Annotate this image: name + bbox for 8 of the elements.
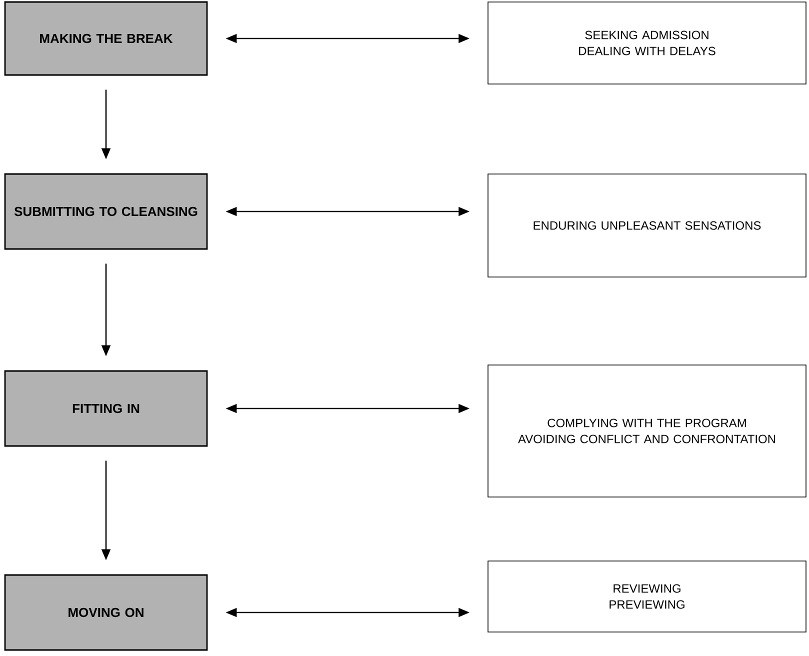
activity-box: COMPLYING WITH THE PROGRAM AVOIDING CONFLICT AND CONFRONTATION xyxy=(488,364,806,498)
activity-box: SEEKING ADMISSION DEALING WITH DELAYS xyxy=(488,2,806,84)
activity-box: REVIEWING PREVIEWING xyxy=(488,560,806,632)
stage-box: MAKING THE BREAK xyxy=(4,1,208,76)
stage-box: SUBMITTING TO CLEANSING xyxy=(4,173,208,250)
stage-box: FITTING IN xyxy=(4,370,208,447)
activity-box: ENDURING UNPLEASANT SENSATIONS xyxy=(488,174,806,278)
stage-box: MOVING ON xyxy=(4,574,208,651)
